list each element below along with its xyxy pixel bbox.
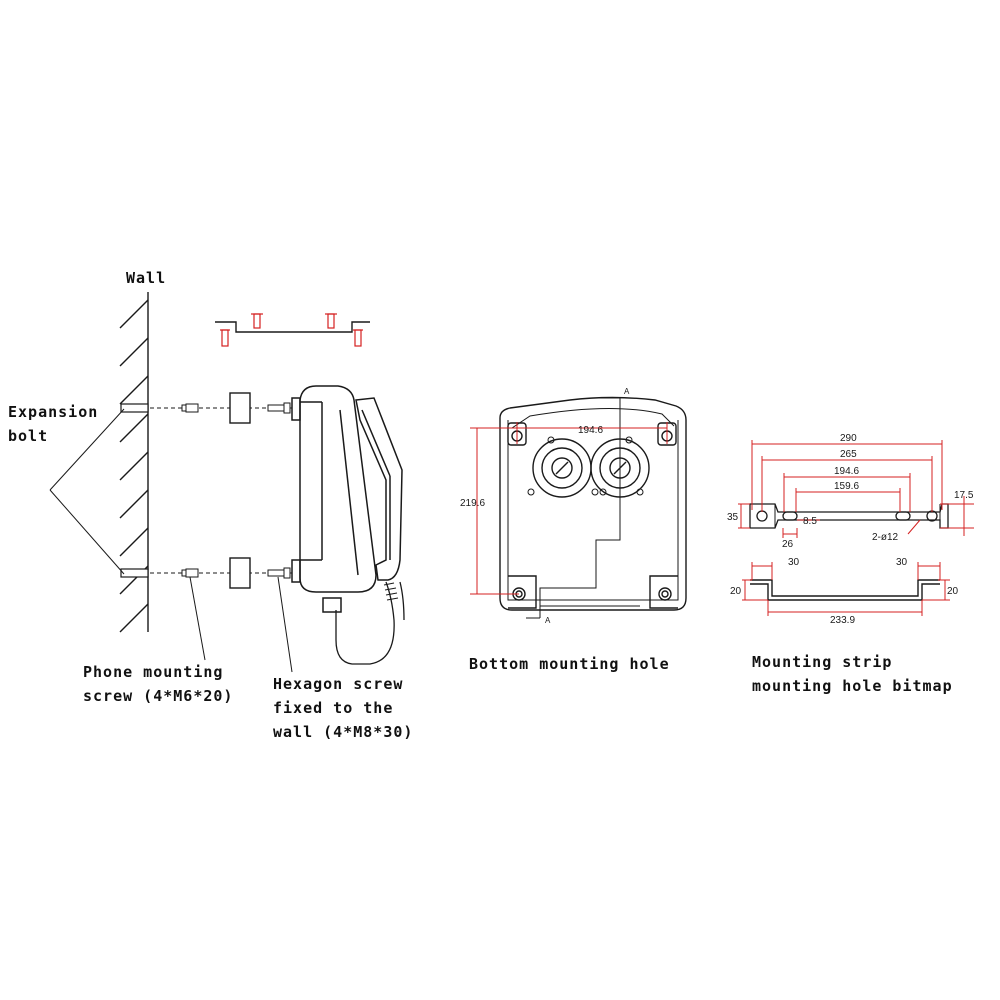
dim-strip-175: 17.5 <box>954 490 974 501</box>
expansion-bolt-label-line2: bolt <box>8 427 49 445</box>
corner-hole-bottom-left <box>508 575 537 609</box>
bottom-mounting-hole-caption: Bottom mounting hole <box>469 655 670 673</box>
dim-strip-290: 290 <box>840 433 857 444</box>
wall <box>119 292 149 633</box>
dim-strip-85: 8.5 <box>803 516 817 527</box>
dim-bottom-height: 219.6 <box>460 498 485 509</box>
expansion-bolt-bottom <box>120 568 149 578</box>
hexagon-screw-line3: wall (4*M8*30) <box>273 723 414 741</box>
dim-strip-1946: 194.6 <box>834 466 859 477</box>
mounting-strip-plan <box>749 503 949 529</box>
dim-side-2339: 233.9 <box>830 615 855 626</box>
mounting-strip-caption-line2: mounting hole bitmap <box>752 677 953 695</box>
mounting-strip-caption-line1: Mounting strip <box>752 653 893 671</box>
dim-strip-26: 26 <box>782 539 794 550</box>
mounting-bracket-detail <box>215 313 370 347</box>
wall-label: Wall <box>126 269 167 287</box>
hexagon-screw-line2: fixed to the <box>273 699 394 717</box>
spacer-bottom <box>229 557 251 589</box>
dim-strip-holes: 2-ø12 <box>872 532 899 543</box>
screw-leader-lines <box>189 576 293 673</box>
corner-hole-bottom-right <box>649 575 678 609</box>
dim-side-30-left: 30 <box>788 557 800 568</box>
phone-mounting-screw-top <box>181 403 199 413</box>
mounting-strip-side <box>750 579 940 601</box>
dim-strip-1596: 159.6 <box>834 481 859 492</box>
dim-strip-265: 265 <box>840 449 857 460</box>
phone-mounting-screw-line2: screw (4*M6*20) <box>83 687 234 705</box>
bracket-bolts <box>220 313 363 347</box>
small-holes <box>527 436 644 496</box>
section-mark-bottom: A <box>545 616 551 625</box>
phone-mounting-screw-line1: Phone mounting <box>83 663 224 681</box>
dim-side-30-right: 30 <box>896 557 908 568</box>
telephone-side-view <box>291 385 405 665</box>
hexagon-screw-top <box>267 402 291 414</box>
expansion-bolt-top <box>120 403 149 413</box>
mounting-strip-plan-dimensions <box>738 440 974 538</box>
expansion-bolt-label: Expansion bolt <box>8 400 98 448</box>
hexagon-screw-label: Hexagon screw fixed to the wall (4*M8*30… <box>273 672 413 744</box>
cable-gland-left <box>532 438 592 498</box>
phone-mounting-screw-bottom <box>181 568 199 578</box>
dim-strip-35: 35 <box>727 512 739 523</box>
hexagon-screw-line1: Hexagon screw <box>273 675 404 693</box>
phone-mounting-screw-label: Phone mounting screw (4*M6*20) <box>83 660 233 708</box>
spacer-top <box>229 392 251 424</box>
expansion-leader-lines <box>49 408 125 575</box>
dim-side-20-right: 20 <box>947 586 959 597</box>
assembly-axis-lines <box>150 407 292 574</box>
bottom-plate-dimensions <box>470 422 668 595</box>
dim-bottom-width: 194.6 <box>578 425 603 436</box>
section-mark-top: A <box>624 387 630 396</box>
expansion-bolt-label-line1: Expansion <box>8 403 99 421</box>
dim-side-20-left: 20 <box>730 586 742 597</box>
mounting-strip-side-dimensions <box>742 562 950 616</box>
hexagon-screw-bottom <box>267 567 291 579</box>
mounting-strip-caption: Mounting strip mounting hole bitmap <box>752 650 953 698</box>
